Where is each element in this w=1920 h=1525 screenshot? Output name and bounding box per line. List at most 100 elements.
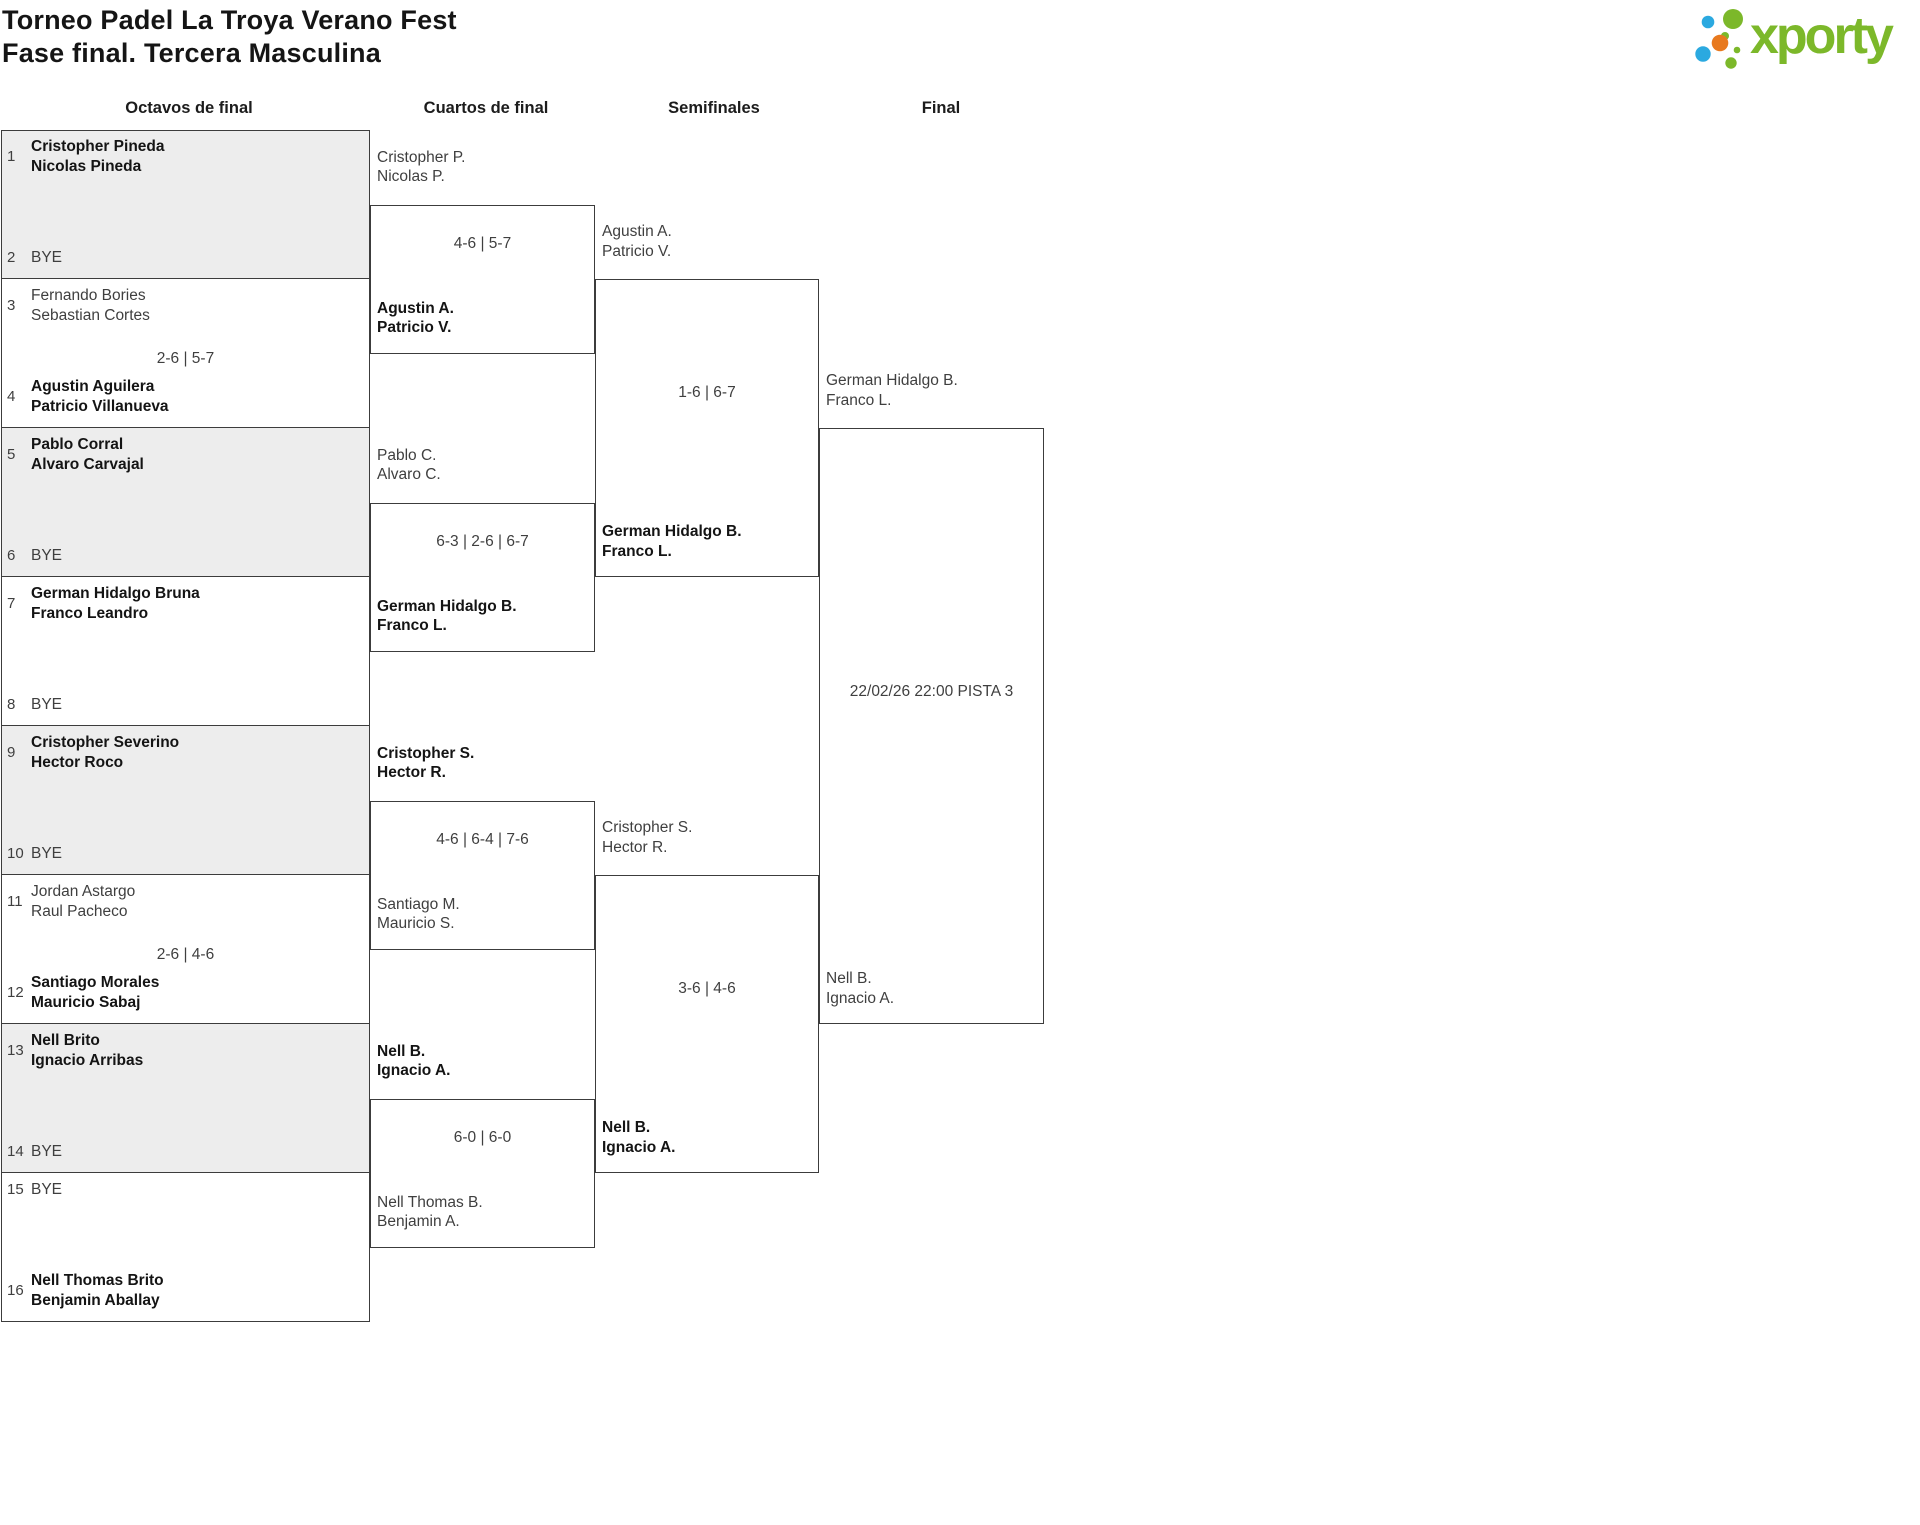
- team-name-line: Pablo C.: [377, 446, 437, 464]
- team-name-line: Patricio V.: [377, 319, 452, 336]
- team-name-line: Cristopher Severino: [31, 734, 180, 751]
- xporty-logo-text: xporty: [1750, 7, 1894, 65]
- round-header-0: Octavos de final: [125, 99, 253, 117]
- seed-number: 10: [7, 844, 24, 862]
- team-name-line: Agustin A.: [377, 299, 454, 317]
- participant-cuartos-2-bottom: German Hidalgo B.Franco L.: [377, 597, 517, 636]
- match-box-semifinal-2: [595, 875, 819, 1173]
- team-name-line: Mauricio Sabaj: [31, 993, 141, 1011]
- match-box-octavos-3: [1, 428, 370, 577]
- seed-number: 16: [7, 1282, 24, 1299]
- match-box-octavos-2: [1, 279, 370, 428]
- participant-cuartos-1-top: Cristopher P.Nicolas P.: [377, 148, 465, 187]
- team-name-line: BYE: [31, 1142, 63, 1160]
- match-score-semifinal-2: 3-6 | 4-6: [678, 980, 736, 997]
- team-name-line: Alvaro C.: [377, 466, 441, 483]
- team-name-line: Hector R.: [602, 838, 668, 856]
- seed-number: 3: [7, 297, 16, 314]
- seed-number: 4: [7, 388, 16, 405]
- round-header-1: Cuartos de final: [423, 99, 549, 117]
- team-name-line: BYE: [31, 248, 63, 266]
- match-score-cuartos-4: 6-0 | 6-0: [453, 1128, 512, 1146]
- team-name-line: BYE: [31, 695, 63, 713]
- seed-number: 6: [7, 546, 16, 564]
- participant-final-top: German Hidalgo B.Franco L.: [826, 371, 958, 410]
- match-box-octavos-7: [1, 1024, 370, 1173]
- participant-cuartos-4-bottom: Nell Thomas B. Benjamin A.: [377, 1193, 483, 1232]
- team-name-line: Cristopher Pineda: [31, 138, 165, 155]
- team-name: BYE: [31, 1180, 62, 1200]
- team-name-line: Nicolas P.: [377, 168, 445, 185]
- team-name: BYE: [31, 695, 62, 715]
- participant-cuartos-3-bottom: Santiago M.Mauricio S.: [377, 895, 460, 934]
- seed-number: 7: [7, 595, 16, 612]
- team-name-line: German Hidalgo B.: [602, 523, 742, 540]
- team-name-line: Nell B.: [826, 970, 872, 987]
- seed-number: 15: [7, 1181, 24, 1199]
- team-name-line: Nell B.: [377, 1042, 426, 1060]
- team-name-line: Hector R.: [377, 764, 446, 781]
- team-name-line: Fernando Bories: [31, 287, 146, 304]
- participant-cuartos-3-top: Cristopher S. Hector R.: [377, 744, 474, 783]
- team-name-line: Nell Thomas Brito: [31, 1272, 164, 1289]
- participant-cuartos-1-bottom: Agustin A. Patricio V.: [377, 299, 454, 338]
- xporty-logo-icon: [1695, 9, 1743, 69]
- team-name: BYE: [31, 248, 62, 268]
- team-name-line: Santiago Morales: [31, 974, 160, 991]
- match-score-octavos-2: 2-6 | 5-7: [156, 349, 215, 367]
- seed-number: 5: [7, 446, 16, 463]
- match-score-cuartos-1: 4-6 | 5-7: [453, 234, 512, 252]
- participant-cuartos-4-top: Nell B. Ignacio A.: [377, 1042, 451, 1081]
- seed-number: 8: [7, 695, 16, 713]
- page-subtitle: Fase final. Tercera Masculina: [2, 38, 381, 68]
- team-name-line: Santiago M.: [377, 895, 460, 913]
- team-name-line: Raul Pacheco: [31, 902, 128, 920]
- seed-number: 13: [7, 1042, 24, 1059]
- team-name-line: Ignacio Arribas: [31, 1051, 144, 1069]
- team-name-line: Ignacio A.: [826, 989, 895, 1007]
- team-name-line: Cristopher S.: [377, 744, 475, 762]
- match-box-octavos-4: [1, 577, 370, 726]
- match-box-octavos-8: [1, 1173, 370, 1322]
- participant-octavos-4-bottom: 8 BYE: [1, 695, 360, 715]
- team-name-line: Sebastian Cortes: [31, 306, 150, 324]
- team-name-line: Ignacio A.: [377, 1062, 451, 1079]
- match-box-semifinal-1: [595, 279, 819, 577]
- participant-cuartos-2-top: Pablo C. Alvaro C.: [377, 446, 441, 485]
- match-box-cuartos-3: [370, 800, 595, 950]
- team-name-line: Jordan Astargo: [31, 883, 136, 900]
- match-score-cuartos-2: 6-3 | 2-6 | 6-7: [436, 532, 529, 550]
- team-name-line: Franco L.: [826, 391, 892, 409]
- participant-semifinal-1-top: Agustin A.Patricio V.: [602, 222, 672, 261]
- participant-semifinal-2-top: Cristopher S. Hector R.: [602, 818, 692, 857]
- seed-number: 12: [7, 984, 24, 1001]
- seed-number: 1: [7, 148, 16, 165]
- team-name-line: Alvaro Carvajal: [31, 455, 144, 473]
- team-name-line: Agustin Aguilera: [31, 378, 155, 395]
- team-name: BYE: [31, 844, 62, 864]
- team-name-line: Cristopher S.: [602, 819, 693, 836]
- match-box-final: [819, 428, 1044, 1024]
- team-name-line: Nell Thomas B.: [377, 1193, 483, 1211]
- team-name-line: Benjamin A.: [377, 1213, 460, 1230]
- match-box-octavos-1: [1, 130, 370, 279]
- match-box-cuartos-1: [370, 204, 595, 354]
